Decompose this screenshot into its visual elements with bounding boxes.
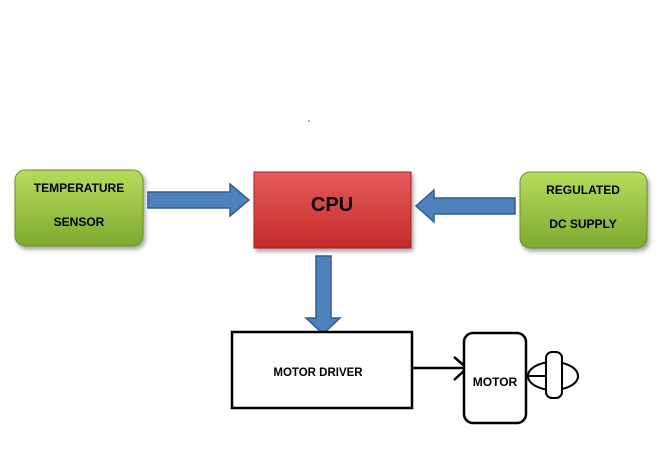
cpu-block: CPU <box>253 171 412 249</box>
cpu-label: CPU <box>311 194 353 216</box>
motor-driver-label: MOTOR DRIVER <box>273 367 363 379</box>
temperature-sensor-label-line1: TEMPERATURE <box>34 181 124 195</box>
arrow-cpu-to-motor-driver <box>304 255 342 336</box>
regulated-dc-supply-label-line2: DC SUPPLY <box>549 217 617 231</box>
stray-dot <box>308 120 310 122</box>
arrow-driver-to-motor <box>412 356 469 381</box>
motor-driver-block: MOTOR DRIVER <box>230 330 414 410</box>
motor-rotor-icon <box>526 351 579 399</box>
regulated-dc-supply-block: REGULATED DC SUPPLY <box>519 171 648 249</box>
regulated-dc-supply-label-line1: REGULATED <box>546 183 620 197</box>
motor-label: MOTOR <box>473 375 518 389</box>
temperature-sensor-block: TEMPERATURE SENSOR <box>14 169 144 247</box>
arrow-sensor-to-cpu <box>147 182 251 218</box>
motor-block: MOTOR <box>462 331 528 425</box>
temperature-sensor-label-line2: SENSOR <box>54 215 105 229</box>
arrow-supply-to-cpu <box>414 188 516 224</box>
